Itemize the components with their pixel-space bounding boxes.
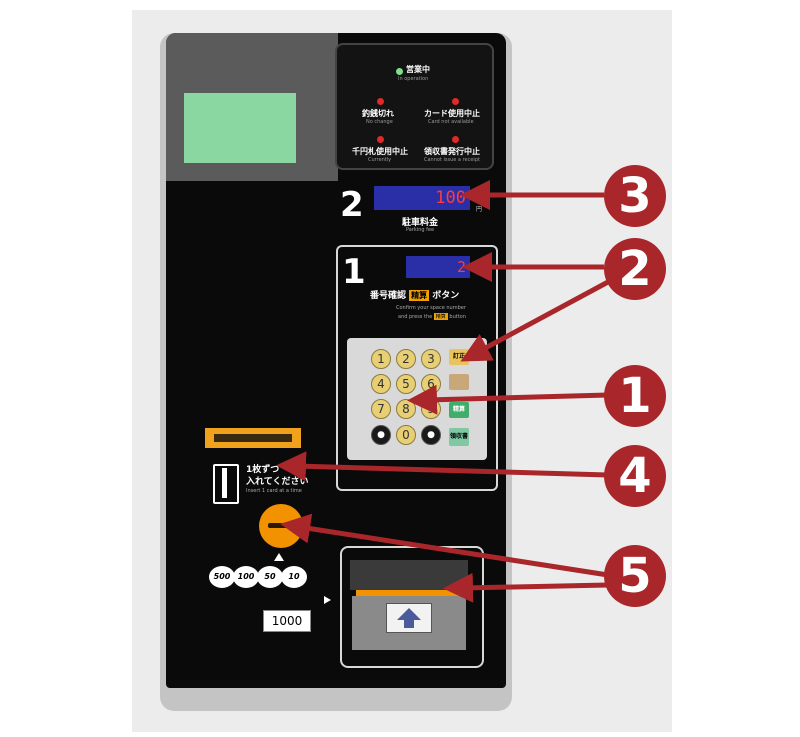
key-1[interactable]: 1: [371, 349, 391, 369]
parking-fee-label-en: Parking fee: [406, 227, 435, 233]
instruction-en-tag: 精算: [433, 313, 448, 320]
callout-arrow-4: [276, 451, 609, 482]
card-instruction-1: 1枚ずつ: [246, 465, 280, 475]
right-arrow-icon: [324, 596, 331, 604]
coin-10: 10: [281, 566, 307, 588]
status-bill-unavailable: 千円札使用中止: [352, 147, 408, 156]
space-number-display: 2: [406, 256, 470, 278]
callout-badge-4: 4: [604, 445, 666, 507]
in-operation-led: [396, 68, 403, 75]
bill-slot-indicator: [356, 590, 462, 596]
callout-badge-3: 3: [604, 165, 666, 227]
instruction-post: ボタン: [432, 291, 460, 301]
callout-arrow-5a: [280, 513, 609, 578]
card-instruction-2: 入れてください: [246, 477, 309, 487]
up-arrow-icon: [397, 608, 421, 628]
status-card-unavailable-en: Card not available: [428, 119, 474, 125]
status-panel: [335, 43, 494, 170]
bill-acceptor-frame: [340, 546, 484, 668]
status-in-operation-en: In operation: [398, 76, 429, 82]
callout-arrow-1: [407, 384, 609, 415]
status-receipt-unavailable-en: Cannot issue a receipt: [424, 157, 480, 163]
card-icon: [213, 464, 239, 504]
callout-badge-1: 1: [604, 365, 666, 427]
status-receipt-unavailable: 領収書発行中止: [424, 147, 480, 156]
status-no-change: 釣銭切れ: [362, 109, 394, 118]
card-stripe-icon: [222, 468, 227, 498]
callout-badge-5: 5: [604, 545, 666, 607]
key-2[interactable]: 2: [396, 349, 416, 369]
instruction-en-2-text: and press the: [398, 314, 433, 320]
key-left-dot[interactable]: ●: [371, 425, 391, 445]
step-2-number: 2: [340, 185, 364, 225]
card-unavailable-led: [452, 98, 459, 105]
no-change-led: [377, 98, 384, 105]
card-instruction-en: Insert 1 card at a time: [246, 488, 302, 494]
step-1-frame: [336, 245, 498, 491]
status-in-operation: 営業中: [406, 65, 430, 74]
instruction-en-1: Confirm your space number: [396, 305, 466, 311]
key-4[interactable]: 4: [371, 374, 391, 394]
instruction-en-3-text: button: [449, 314, 466, 320]
green-display-screen: [184, 93, 296, 163]
parking-fee-display: 100: [374, 186, 470, 210]
settle-button[interactable]: 精算: [449, 402, 469, 418]
key-right-dot[interactable]: ●: [421, 425, 441, 445]
status-bill-unavailable-en: Currently: [368, 157, 392, 163]
bill-1000-label: 1000: [263, 610, 311, 632]
callout-arrow-2b: [460, 279, 610, 362]
step-1-instruction: 番号確認 精算 ボタン: [370, 288, 459, 301]
key-7[interactable]: 7: [371, 399, 391, 419]
coin-500: 500: [209, 566, 235, 588]
status-card-unavailable: カード使用中止: [424, 109, 480, 118]
stamp-button[interactable]: [449, 374, 469, 390]
callout-badge-2: 2: [604, 238, 666, 300]
key-0[interactable]: 0: [396, 425, 416, 445]
coin-50: 50: [257, 566, 283, 588]
step-1-number: 1: [342, 252, 366, 292]
key-3[interactable]: 3: [421, 349, 441, 369]
instruction-pre: 番号確認: [370, 291, 407, 301]
coin-100: 100: [233, 566, 259, 588]
instruction-settle-tag: 精算: [409, 290, 430, 301]
receipt-button[interactable]: 領収書: [449, 428, 469, 446]
status-no-change-en: No change: [366, 119, 393, 125]
card-slot-opening: [214, 434, 292, 442]
receipt-unavailable-led: [452, 136, 459, 143]
instruction-en-2: and press the 精算 button: [398, 313, 466, 320]
parking-fee-label: 駐車料金: [402, 218, 439, 228]
bill-unavailable-led: [377, 136, 384, 143]
up-arrow-icon: [274, 553, 284, 561]
bill-return-button[interactable]: [386, 603, 432, 633]
callout-arrow-5b: [443, 572, 609, 603]
